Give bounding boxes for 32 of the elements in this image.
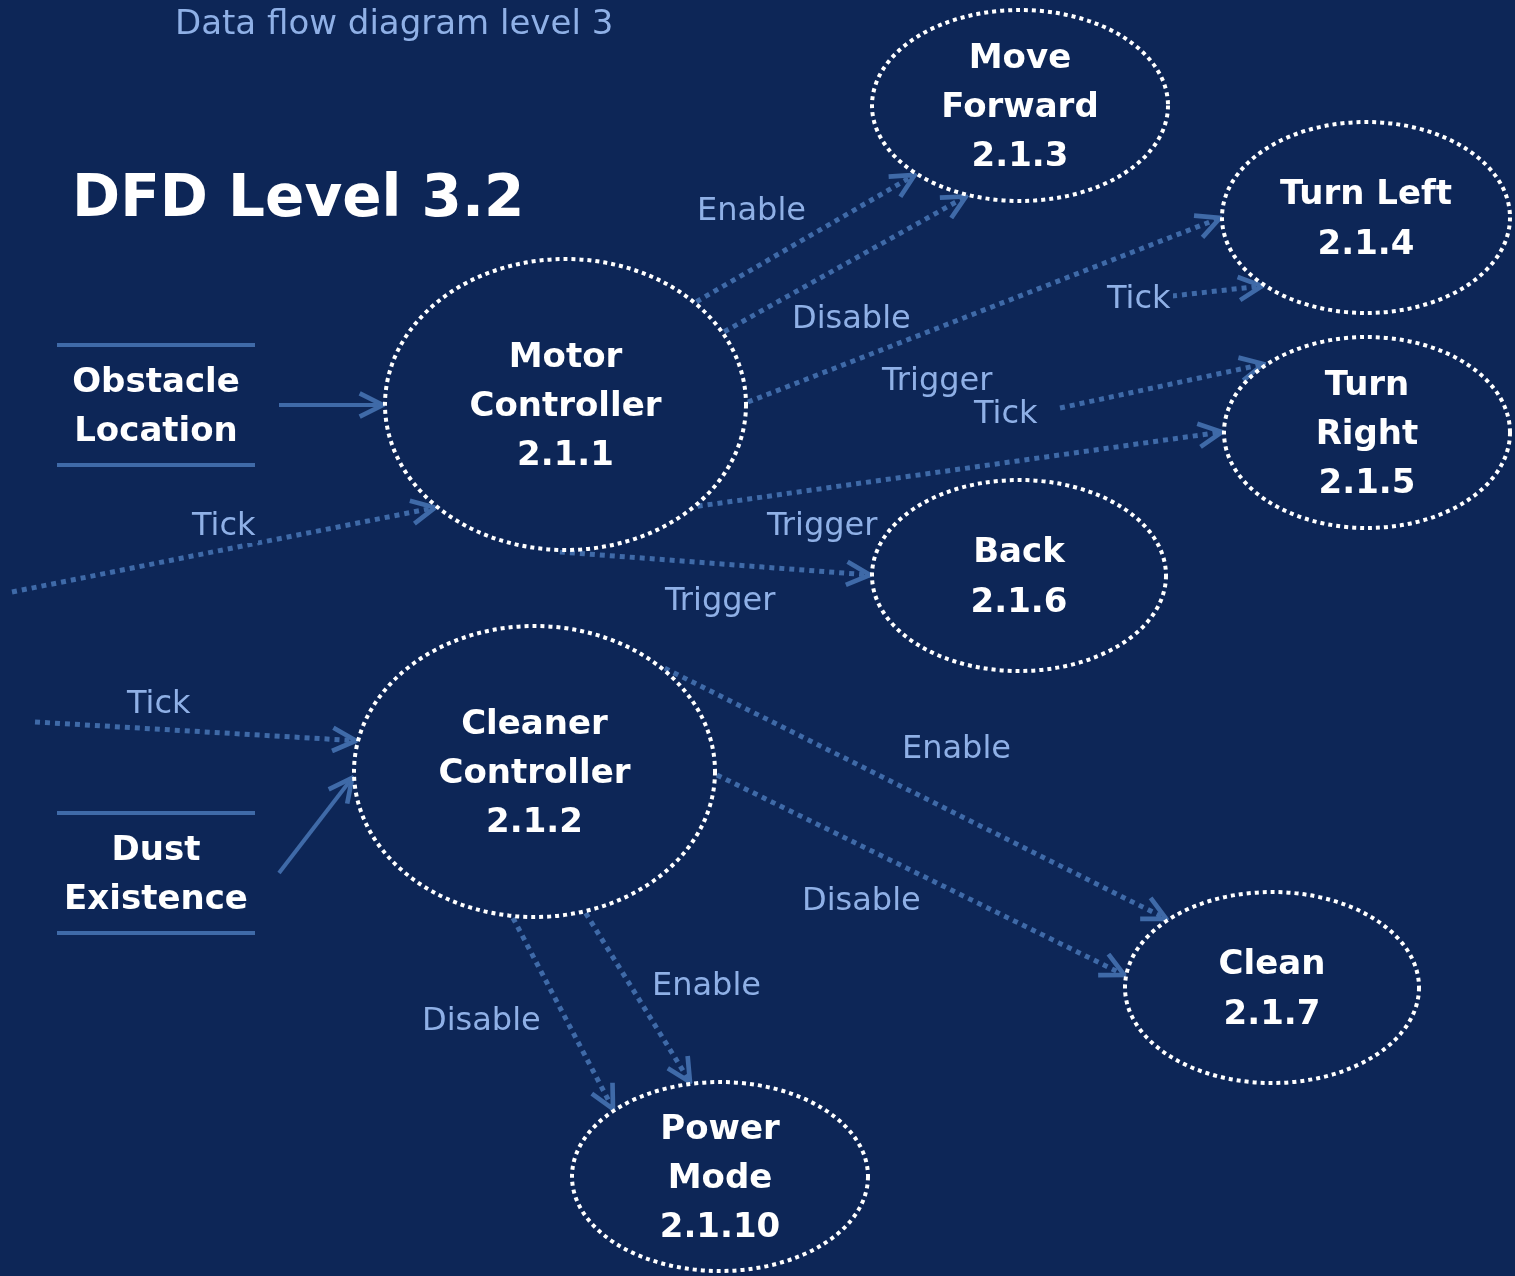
arrow [1171, 274, 1265, 303]
process-ellipse [1220, 120, 1512, 315]
node-label: Cleaner Controller 2.1.2 [437, 700, 632, 843]
node-label: Dust Existence [63, 826, 249, 919]
node-label: Motor Controller 2.1.1 [468, 333, 663, 476]
node-label: Turn Left 2.1.4 [1278, 171, 1454, 264]
node-label: Power Mode 2.1.10 [658, 1105, 782, 1248]
arrow [723, 194, 969, 334]
node-label: Obstacle Location [71, 358, 241, 451]
node-label: Back 2.1.6 [969, 529, 1069, 622]
arrow [583, 911, 693, 1085]
node-label: Turn Right 2.1.5 [1314, 361, 1420, 504]
data-store [57, 343, 255, 467]
arrow [695, 172, 917, 304]
arrow [11, 498, 438, 595]
process-ellipse [870, 8, 1170, 203]
arrow [1059, 355, 1266, 411]
process-ellipse [1123, 890, 1421, 1085]
arrow [34, 719, 359, 754]
process-ellipse [383, 257, 748, 552]
arrow [715, 772, 1127, 978]
process-ellipse [352, 624, 717, 919]
node-label: Clean 2.1.7 [1217, 941, 1327, 1034]
data-store [57, 811, 255, 935]
subtitle-text: Data flow diagram level 3 [175, 2, 614, 42]
node-label: Move Forward 2.1.3 [940, 34, 1100, 177]
arrow [663, 665, 1169, 922]
process-ellipse [1222, 335, 1512, 530]
arrow [510, 916, 616, 1112]
diagram-title: DFD Level 3.2 [72, 162, 525, 230]
arrow [277, 775, 355, 875]
process-ellipse [570, 1080, 870, 1273]
